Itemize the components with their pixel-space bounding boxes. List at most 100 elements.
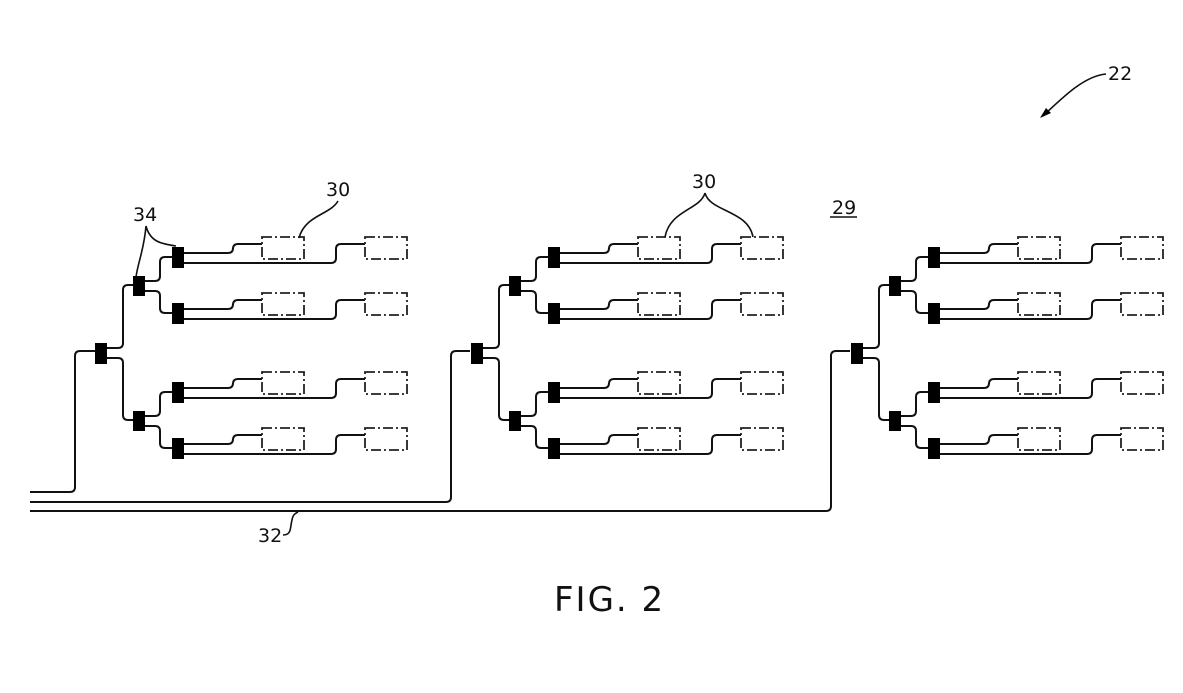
splitter-root <box>471 343 483 364</box>
load-box <box>364 427 408 451</box>
splitter-level-3 <box>172 382 184 403</box>
splitter-level-3 <box>548 303 560 324</box>
splitter-level-2 <box>133 276 145 296</box>
splitter-level-3 <box>548 247 560 268</box>
load-box <box>637 427 681 451</box>
load-feed-wire <box>560 378 741 399</box>
load-feed-wire <box>184 299 262 310</box>
load-feed-wire <box>940 434 1121 455</box>
load-box <box>1120 427 1164 451</box>
load-box <box>261 427 305 451</box>
load-box <box>364 371 408 395</box>
trunk-line-3 <box>30 350 850 512</box>
load-box <box>740 292 784 316</box>
load-feed-wire <box>940 434 1018 445</box>
splitter-level-3 <box>548 382 560 403</box>
trunk-line-2 <box>30 350 470 503</box>
load-box <box>740 236 784 260</box>
load-feed-wire <box>560 299 741 320</box>
load-feed-wire <box>560 243 638 254</box>
load-box <box>637 292 681 316</box>
splitter-level-2 <box>509 411 521 431</box>
load-feed-wire <box>940 243 1018 254</box>
label-32: 32 <box>258 525 282 547</box>
load-box <box>261 371 305 395</box>
load-box <box>637 371 681 395</box>
load-box <box>261 236 305 260</box>
label-22: 22 <box>1108 63 1132 85</box>
branch-wire <box>863 284 889 349</box>
load-feed-wire <box>940 243 1121 264</box>
branch-wire <box>145 391 172 417</box>
branch-wire <box>145 290 172 314</box>
reference-labels: 22 29 30 30 34 32 FIG. 2 <box>133 63 1132 620</box>
load-box <box>1120 236 1164 260</box>
load-feed-wire <box>184 299 365 320</box>
load-feed-wire <box>560 378 638 389</box>
splitter-level-3 <box>928 382 940 403</box>
branch-wire <box>521 391 548 417</box>
leader-32 <box>282 511 299 536</box>
branch-wire <box>521 256 548 282</box>
splitter-level-2 <box>133 411 145 431</box>
tree-3 <box>851 236 1164 459</box>
trunk-line-1 <box>30 350 95 493</box>
branch-wire <box>145 256 172 282</box>
load-feed-wire <box>184 434 365 455</box>
branch-wire <box>863 357 889 421</box>
load-feed-wire <box>560 243 741 264</box>
branch-wire <box>107 284 133 349</box>
load-feed-wire <box>940 378 1121 399</box>
splitter-root <box>851 343 863 364</box>
load-box <box>740 427 784 451</box>
branch-wire <box>483 284 509 349</box>
trunk-cable-group <box>30 350 850 512</box>
label-30-left: 30 <box>326 179 350 201</box>
splitter-root <box>95 343 107 364</box>
splitter-level-3 <box>172 247 184 268</box>
brace-30-middle <box>664 192 754 238</box>
load-feed-wire <box>184 434 262 445</box>
load-box <box>1017 236 1061 260</box>
figure-caption: FIG. 2 <box>554 580 665 620</box>
load-feed-wire <box>184 243 262 254</box>
load-box <box>1017 427 1061 451</box>
splitter-level-3 <box>548 438 560 459</box>
load-feed-wire <box>560 434 638 445</box>
load-box <box>364 236 408 260</box>
load-feed-wire <box>184 378 262 389</box>
splitter-level-3 <box>172 303 184 324</box>
branch-wire <box>521 425 548 449</box>
leader-30-left <box>298 200 339 239</box>
load-feed-wire <box>184 378 365 399</box>
leader-22-arrow <box>1042 73 1107 117</box>
branch-wire <box>901 256 928 282</box>
tree-1 <box>95 236 408 459</box>
branch-wire <box>901 425 928 449</box>
load-box <box>1120 292 1164 316</box>
load-box <box>1017 292 1061 316</box>
load-box <box>261 292 305 316</box>
load-box <box>740 371 784 395</box>
load-box <box>1120 371 1164 395</box>
splitter-level-3 <box>928 303 940 324</box>
load-feed-wire <box>184 243 365 264</box>
branch-wire <box>521 290 548 314</box>
branch-wire <box>901 391 928 417</box>
trees-group <box>95 236 1164 459</box>
splitter-level-3 <box>172 438 184 459</box>
arrowhead-22 <box>1040 108 1051 118</box>
load-box <box>637 236 681 260</box>
load-feed-wire <box>560 299 638 310</box>
label-30-middle: 30 <box>692 171 716 193</box>
splitter-level-3 <box>928 247 940 268</box>
load-feed-wire <box>940 299 1018 310</box>
load-feed-wire <box>560 434 741 455</box>
splitter-level-2 <box>889 411 901 431</box>
splitter-level-2 <box>509 276 521 296</box>
label-34: 34 <box>133 204 157 226</box>
branch-wire <box>901 290 928 314</box>
load-feed-wire <box>940 378 1018 389</box>
splitter-level-3 <box>928 438 940 459</box>
